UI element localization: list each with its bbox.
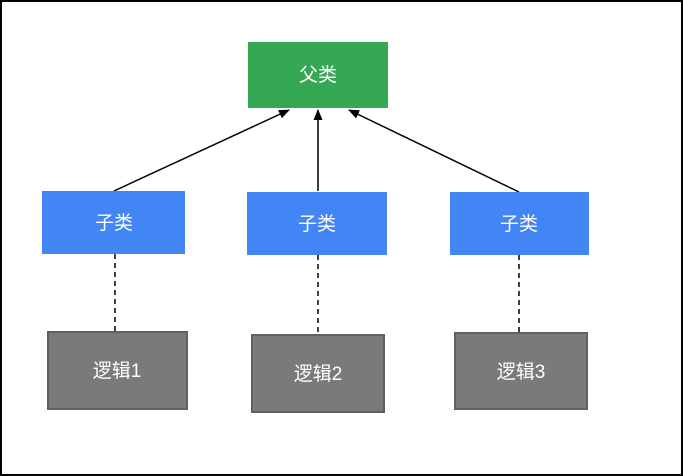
child-class-3-label: 子类 <box>500 213 538 235</box>
logic-2-box <box>251 334 385 413</box>
child-class-2-box <box>247 192 387 255</box>
logic-1-label: 逻辑1 <box>93 360 142 382</box>
node-logic-3: 逻辑3 <box>454 332 588 410</box>
child-class-2-label: 子类 <box>298 213 336 235</box>
child-class-3-box <box>450 192 589 255</box>
node-child-class-3: 子类 <box>450 192 589 255</box>
edge-child1-to-parent <box>113 109 290 192</box>
logic-3-box <box>454 332 588 410</box>
node-logic-1: 逻辑1 <box>47 331 188 410</box>
node-child-class-1: 子类 <box>42 191 185 254</box>
parent-class-label: 父类 <box>299 64 337 86</box>
logic-3-label: 逻辑3 <box>497 361 546 383</box>
edge-child3-to-parent <box>348 109 520 193</box>
node-child-class-2: 子类 <box>247 192 387 255</box>
logic-1-box <box>47 331 188 410</box>
child-class-1-box <box>42 191 185 254</box>
node-parent-class: 父类 <box>248 42 388 108</box>
node-logic-2: 逻辑2 <box>251 334 385 413</box>
parent-class-box <box>248 42 388 108</box>
child-class-1-label: 子类 <box>95 212 133 234</box>
logic-2-label: 逻辑2 <box>294 363 343 385</box>
